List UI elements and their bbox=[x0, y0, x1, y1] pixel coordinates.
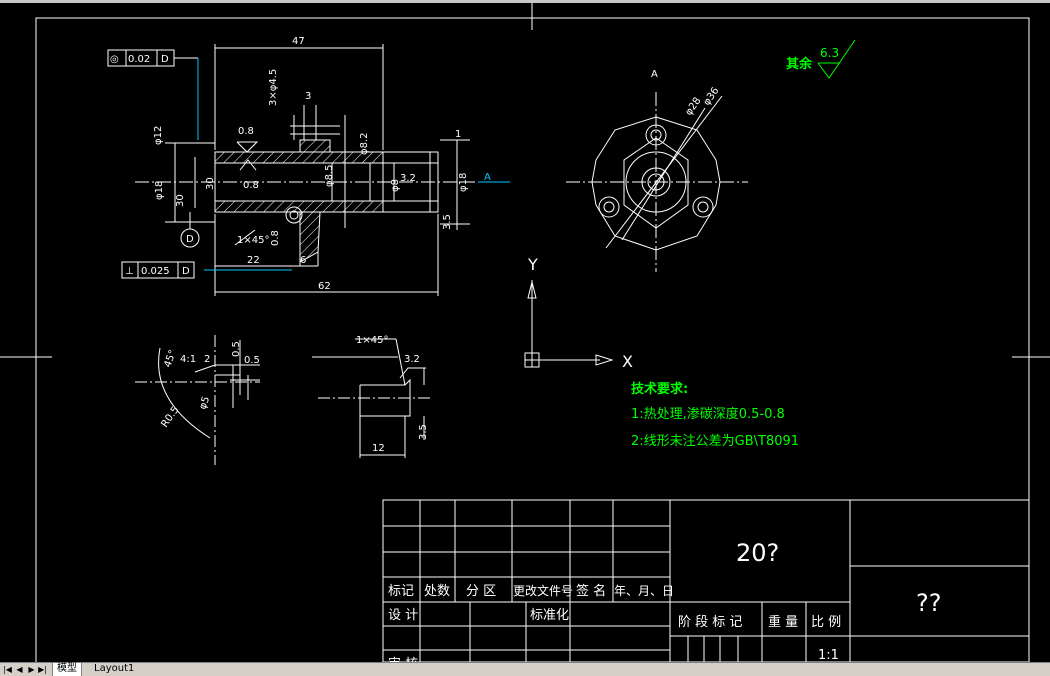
dim-1x45: 1×45° bbox=[237, 235, 269, 246]
dim-20: 30 bbox=[205, 177, 216, 190]
dim-d85: φ8.5 bbox=[324, 165, 335, 188]
tb-zone: 分 区 bbox=[466, 584, 496, 599]
tb-count: 处数 bbox=[424, 584, 450, 599]
next-tab-button[interactable]: ▶ bbox=[28, 665, 35, 674]
dim-d18-right: φ18 bbox=[458, 173, 469, 192]
notes-line-1: 1:热处理,渗碳深度0.5-0.8 bbox=[631, 406, 785, 422]
tab-layout1[interactable]: Layout1 bbox=[94, 663, 135, 674]
part-name: 20? bbox=[736, 539, 779, 567]
tb-check: 审 核 bbox=[388, 657, 418, 662]
view-arrow-label: A bbox=[484, 172, 491, 183]
drawing-canvas[interactable]: 47 3×φ4.5 3 0.8 0.8 φ12 30 30 φ18 φ8.5 φ… bbox=[0, 0, 1050, 662]
last-tab-button[interactable]: ▶| bbox=[38, 665, 47, 674]
detail1-05-a: 0.5 bbox=[231, 341, 242, 357]
dim-1: 1 bbox=[455, 129, 461, 140]
dim-32: 3.2 bbox=[400, 173, 416, 184]
dim-d18-left: φ18 bbox=[154, 181, 165, 200]
tb-scale-label: 比 例 bbox=[811, 615, 841, 630]
ucs-y-label: Y bbox=[527, 255, 538, 274]
tb-stage: 阶 段 标 记 bbox=[678, 615, 742, 630]
main-section-view bbox=[107, 44, 475, 296]
detail2-35: 3.5 bbox=[418, 424, 429, 440]
fcf-top-datum: D bbox=[161, 54, 169, 65]
dim-d82: φ8.2 bbox=[359, 133, 370, 156]
dim-d12: φ12 bbox=[153, 126, 164, 145]
dim-22: 22 bbox=[247, 255, 260, 266]
tb-standard: 标准化 bbox=[530, 608, 569, 623]
view-a-label: A bbox=[651, 69, 658, 80]
fcf-top-value: 0.02 bbox=[128, 54, 150, 65]
tb-date: 年、月、日 bbox=[614, 584, 674, 598]
view-a-d36: φ36 bbox=[701, 86, 721, 108]
detail2-12: 12 bbox=[372, 443, 385, 454]
drawing-frame bbox=[0, 3, 1050, 662]
view-a bbox=[566, 92, 748, 272]
dim-3x45: 3×φ4.5 bbox=[268, 69, 279, 106]
tb-doc: 更改文件号 bbox=[513, 583, 573, 598]
tab-model[interactable]: 模型 bbox=[52, 663, 82, 676]
first-tab-button[interactable]: |◀ bbox=[3, 665, 12, 674]
dim-08-chamfer: 0.8 bbox=[270, 230, 281, 246]
dim-d8: φ8 bbox=[390, 179, 401, 192]
datum-d-label: D bbox=[186, 234, 194, 245]
dim-47: 47 bbox=[292, 36, 305, 47]
tb-scale-value: 1:1 bbox=[818, 648, 839, 662]
tb-mark: 标记 bbox=[388, 584, 414, 599]
dim-30: 30 bbox=[175, 194, 186, 207]
detail2-1x45: 1×45° bbox=[356, 335, 388, 346]
tb-design: 设 计 bbox=[388, 608, 418, 623]
ucs-x-label: X bbox=[622, 352, 633, 371]
tb-weight: 重 量 bbox=[768, 614, 798, 630]
detail1-45: 45° bbox=[162, 349, 178, 369]
top-border bbox=[0, 0, 1050, 3]
notes-title: 技术要求: bbox=[631, 381, 688, 397]
roughness-label: 其余 bbox=[786, 56, 813, 72]
prev-tab-button[interactable]: ◀ bbox=[16, 665, 23, 674]
dim-6: 6 bbox=[300, 255, 306, 266]
detail1-r05: R0.5 bbox=[159, 405, 181, 430]
detail1-41: 4:1 bbox=[180, 354, 196, 365]
fcf-bot-symbol: ⊥ bbox=[125, 266, 134, 277]
dim-08-top: 0.8 bbox=[238, 126, 254, 137]
detail-2 bbox=[312, 338, 430, 458]
dim-62: 62 bbox=[318, 281, 331, 292]
fcf-top-symbol: ◎ bbox=[110, 54, 119, 65]
company-name: ?? bbox=[916, 589, 941, 617]
leader-arrows bbox=[197, 58, 510, 271]
tb-sign: 签 名 bbox=[576, 583, 606, 599]
dim-08-mid: 0.8 bbox=[243, 180, 259, 191]
notes-line-2: 2:线形未注公差为GB\T8091 bbox=[631, 434, 799, 449]
fcf-bot-datum: D bbox=[182, 266, 190, 277]
fcf-bot-value: 0.025 bbox=[141, 266, 170, 277]
roughness-symbol bbox=[817, 39, 856, 79]
detail-1 bbox=[135, 335, 260, 465]
layout-tab-bar: |◀ ◀ ▶ ▶| 模型 Layout1 bbox=[0, 662, 1050, 676]
title-block bbox=[382, 499, 1030, 662]
detail1-2: 2 bbox=[204, 354, 210, 365]
ucs-icon bbox=[524, 280, 614, 368]
roughness-value: 6.3 bbox=[820, 46, 839, 60]
detail1-05-b: 0.5 bbox=[244, 355, 260, 366]
detail2-32: 3.2 bbox=[404, 354, 420, 365]
dim-3: 3 bbox=[305, 91, 311, 102]
detail1-d50: φ5 bbox=[197, 395, 212, 411]
dim-35: 3.5 bbox=[442, 214, 453, 230]
